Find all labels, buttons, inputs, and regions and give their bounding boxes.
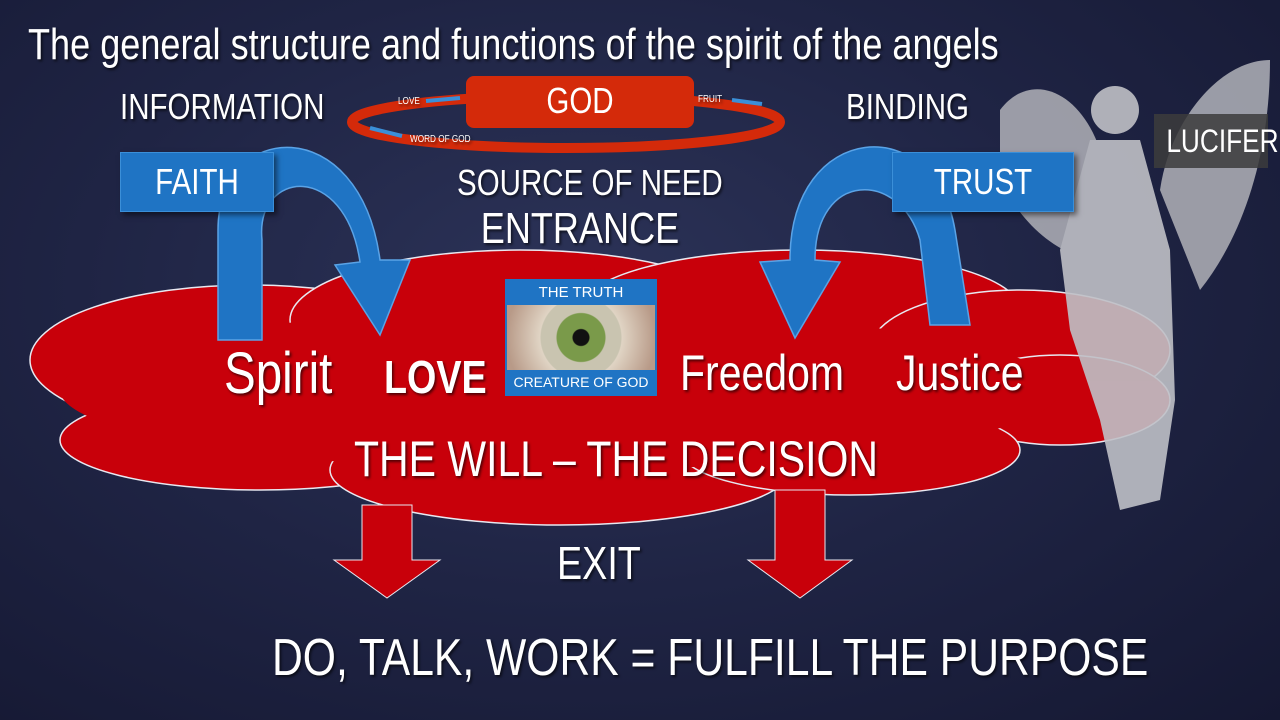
spirit-label: Spirit xyxy=(224,341,333,406)
truth-eye-image: THE TRUTH CREATURE OF GOD xyxy=(505,279,657,396)
will-decision-label: THE WILL – THE DECISION xyxy=(354,431,878,487)
arrow-fruit-icon xyxy=(731,98,763,106)
information-heading: INFORMATION xyxy=(120,86,325,127)
creature-label-bar: CREATURE OF GOD xyxy=(507,370,655,394)
ring-word-label: WORD OF GOD xyxy=(410,134,471,145)
slide-title: The general structure and functions of t… xyxy=(28,20,999,69)
truth-label: THE TRUTH xyxy=(538,284,624,301)
creature-label: CREATURE OF GOD xyxy=(513,374,649,390)
arrow-love-icon xyxy=(425,96,461,103)
entrance-label: ENTRANCE xyxy=(480,204,680,253)
exit-label: EXIT xyxy=(557,537,641,589)
exit-arrow-right xyxy=(746,489,854,599)
ring-love-label: LOVE xyxy=(398,96,420,107)
faith-box: FAITH xyxy=(120,152,274,212)
binding-heading: BINDING xyxy=(846,86,970,127)
footer-purpose: DO, TALK, WORK = FULFILL THE PURPOSE xyxy=(272,629,1149,687)
love-label: LOVE xyxy=(384,351,487,403)
exit-arrow-left xyxy=(332,504,442,599)
trust-box: TRUST xyxy=(892,152,1074,212)
god-box xyxy=(466,76,694,128)
ring-fruit-label: FRUIT xyxy=(698,94,723,105)
trust-label: TRUST xyxy=(933,161,1033,202)
lucifer-tag: LUCIFER xyxy=(1154,114,1279,168)
source-of-need-label: SOURCE OF NEED xyxy=(457,162,723,203)
freedom-label: Freedom xyxy=(680,345,845,401)
god-label: GOD xyxy=(546,80,614,121)
lucifer-label: LUCIFER xyxy=(1166,123,1279,159)
faith-label: FAITH xyxy=(155,161,239,202)
arrow-word-icon xyxy=(369,126,403,138)
truth-label-bar: THE TRUTH xyxy=(507,281,655,305)
justice-label: Justice xyxy=(896,345,1024,401)
